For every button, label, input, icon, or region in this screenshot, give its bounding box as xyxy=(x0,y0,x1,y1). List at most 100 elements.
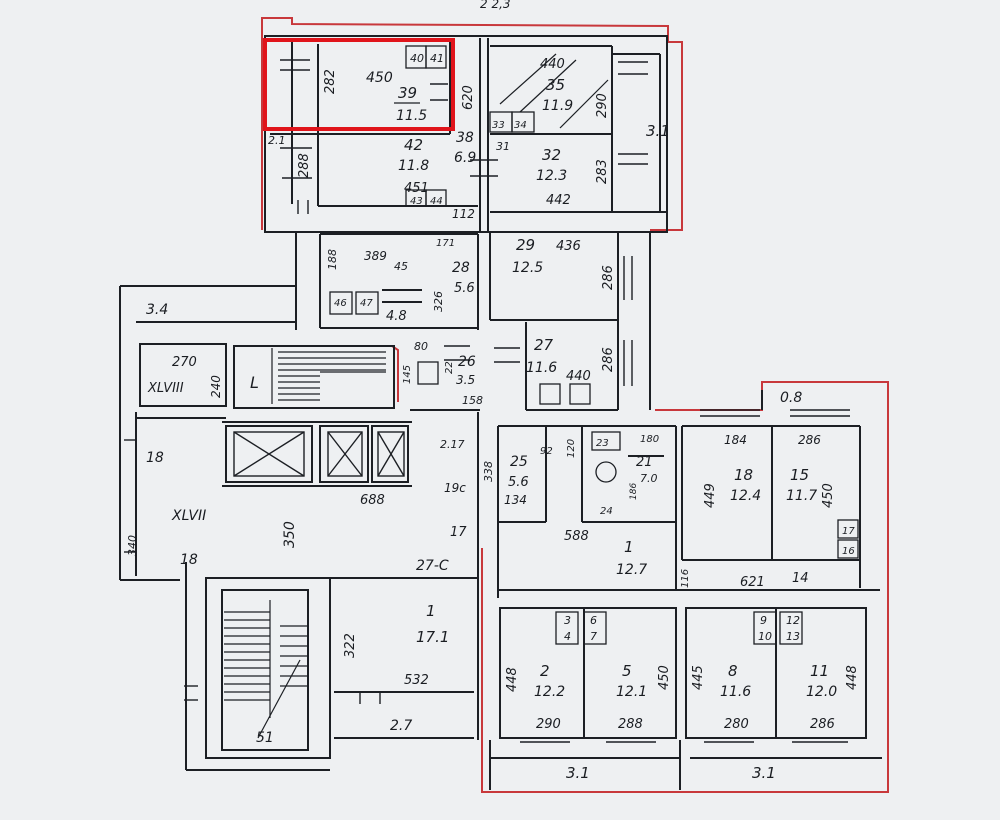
stair-upper xyxy=(271,348,386,404)
label-19c: 19c xyxy=(444,481,466,495)
label-46: 46 xyxy=(334,298,347,309)
label-11-6-mid: 11.6 xyxy=(526,360,557,376)
label-286-lower: 286 xyxy=(810,717,835,732)
label-448-right: 448 xyxy=(845,665,860,690)
label-288: 288 xyxy=(297,153,312,178)
label-27-c: 27-C xyxy=(416,558,449,574)
label-171: 171 xyxy=(436,238,455,249)
label-12-2: 12.2 xyxy=(534,684,565,700)
label-51: 51 xyxy=(256,730,274,746)
label-14: 14 xyxy=(792,571,809,586)
label-280: 280 xyxy=(724,717,749,732)
label-12: 12 xyxy=(786,614,800,627)
label-451: 451 xyxy=(404,181,429,196)
label-room-21: 21 xyxy=(636,455,653,470)
label-17: 17 xyxy=(842,526,855,537)
label-5-6-low: 5.6 xyxy=(508,475,529,490)
label-7: 7 xyxy=(590,630,597,643)
label-440-top: 440 xyxy=(540,57,565,72)
label-270: 270 xyxy=(172,355,197,370)
label-room-26: 26 xyxy=(458,354,476,370)
small-boxes xyxy=(329,45,859,645)
label-290-lower: 290 xyxy=(536,717,561,732)
label-286-29: 286 xyxy=(601,265,616,290)
label-41: 41 xyxy=(430,52,444,65)
label-12-0: 12.0 xyxy=(806,684,837,700)
label-room-32: 32 xyxy=(542,146,561,164)
label-room-15: 15 xyxy=(790,466,809,484)
label-31: 31 xyxy=(496,140,510,153)
label-7-0: 7.0 xyxy=(640,472,658,485)
top-scrap-text: 2 2,3 xyxy=(480,0,511,11)
label-286-27: 286 xyxy=(601,347,616,372)
label-40: 40 xyxy=(410,52,424,65)
label-11-6-low: 11.6 xyxy=(720,684,751,700)
label-room-28: 28 xyxy=(452,260,470,276)
label-450-5: 450 xyxy=(657,665,672,690)
label-stair-mark: L xyxy=(250,373,259,392)
label-13: 13 xyxy=(786,630,800,643)
label-11-5: 11.5 xyxy=(396,108,427,124)
label-0-8: 0.8 xyxy=(780,390,802,406)
label-290: 290 xyxy=(595,93,610,118)
label-22: 22 xyxy=(444,361,455,374)
label-room-35: 35 xyxy=(546,76,565,94)
label-9: 9 xyxy=(760,614,767,627)
label-338: 338 xyxy=(482,461,495,482)
label-18-left: 18 xyxy=(146,450,164,466)
label-145: 145 xyxy=(402,365,413,384)
label-3: 3 xyxy=(564,614,571,627)
label-12-5: 12.5 xyxy=(512,260,543,276)
label-450-top: 450 xyxy=(366,70,393,86)
label-38: 38 xyxy=(456,130,474,146)
label-389: 389 xyxy=(364,249,387,263)
label-184: 184 xyxy=(724,433,747,447)
label-18-lower: 18 xyxy=(180,552,198,568)
label-6-9: 6.9 xyxy=(454,150,476,166)
label-588: 588 xyxy=(564,529,589,544)
wall-ticks xyxy=(124,59,850,743)
label-448-left: 448 xyxy=(505,667,520,692)
label-xlviii: XLVIII xyxy=(147,381,184,396)
label-286-15: 286 xyxy=(798,433,821,447)
label-room-18: 18 xyxy=(734,466,753,484)
label-11-9: 11.9 xyxy=(542,98,573,114)
label-room-2: 2 xyxy=(540,662,550,680)
label-11-7: 11.7 xyxy=(786,488,817,504)
label-4: 4 xyxy=(564,630,571,643)
label-12-3: 12.3 xyxy=(536,168,567,184)
label-room-1-upper: 1 xyxy=(624,538,634,556)
label-322: 322 xyxy=(343,633,358,658)
label-188: 188 xyxy=(326,249,339,270)
label-6: 6 xyxy=(590,614,597,627)
label-449: 449 xyxy=(703,483,718,508)
label-2-1: 2.1 xyxy=(268,134,286,147)
label-17-1: 17.1 xyxy=(416,628,449,646)
label-4-8: 4.8 xyxy=(386,309,407,324)
label-room-5: 5 xyxy=(622,662,632,680)
label-42: 42 xyxy=(404,136,423,154)
label-436: 436 xyxy=(556,239,581,254)
label-45: 45 xyxy=(394,260,408,273)
label-room-1-lower: 1 xyxy=(426,602,436,620)
label-23: 23 xyxy=(596,438,609,449)
label-34: 34 xyxy=(514,120,527,131)
label-440-27: 440 xyxy=(566,369,591,384)
label-12-4: 12.4 xyxy=(730,488,761,504)
label-33: 33 xyxy=(492,120,505,131)
label-112: 112 xyxy=(452,207,475,221)
highlight-frame xyxy=(263,38,455,131)
label-116: 116 xyxy=(680,569,691,588)
room35-hatch xyxy=(499,53,609,129)
label-10: 10 xyxy=(758,630,772,643)
label-room-11: 11 xyxy=(810,662,829,680)
label-532: 532 xyxy=(404,673,429,688)
label-240: 240 xyxy=(209,375,223,398)
label-3-1-top: 3.1 xyxy=(646,122,670,140)
label-44: 44 xyxy=(430,196,443,207)
label-621: 621 xyxy=(740,575,765,590)
label-3-5: 3.5 xyxy=(456,373,475,387)
label-688: 688 xyxy=(360,493,385,508)
label-158: 158 xyxy=(462,394,483,407)
